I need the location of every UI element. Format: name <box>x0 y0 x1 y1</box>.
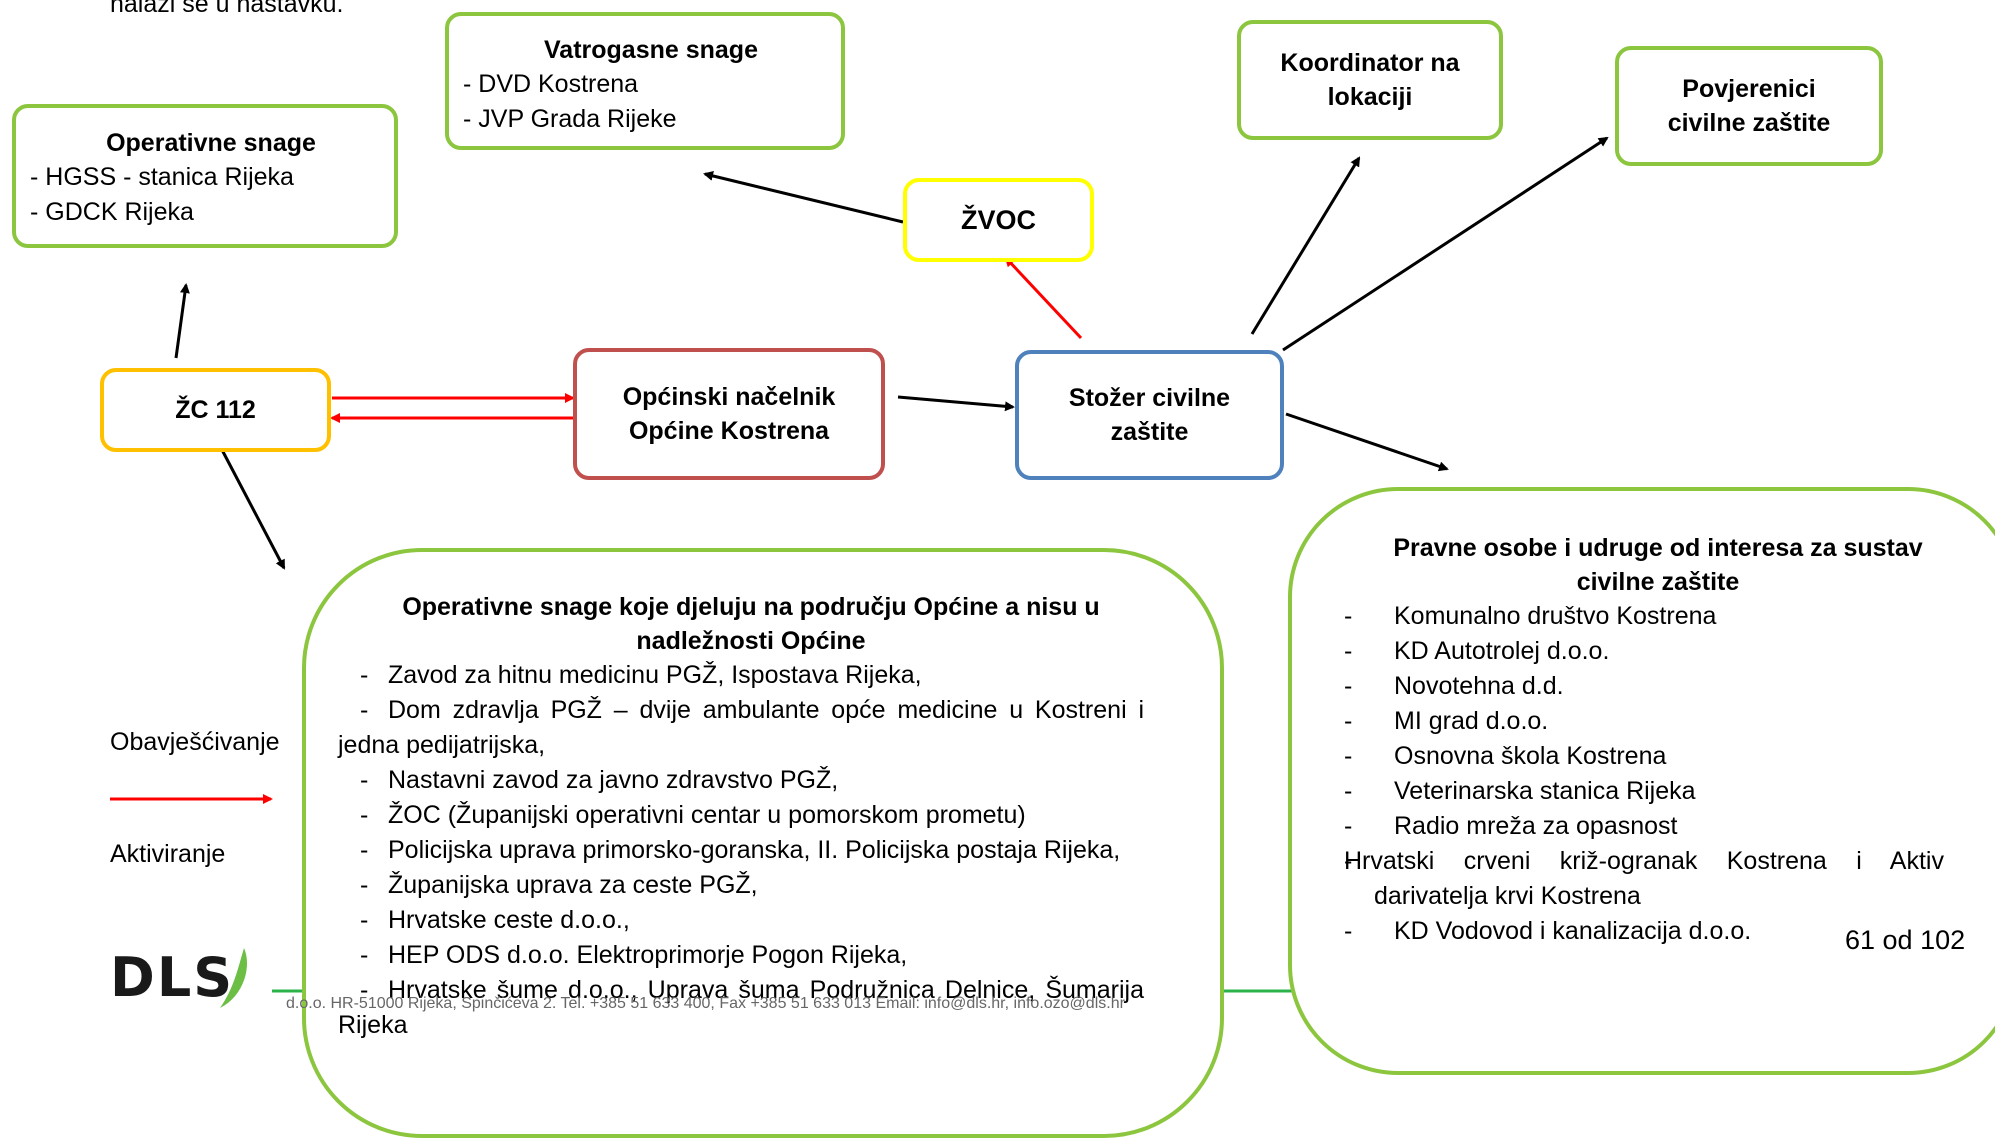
pravne-osobe-title: Pravne osobe i udruge od interesa za sus… <box>1393 534 1923 596</box>
operativne-snage-line: - GDCK Rijeka <box>30 198 194 226</box>
stozer-label: Stožer civilne zaštite <box>1068 384 1231 446</box>
list-item: -ŽOC (Županijski operativni centar u pom… <box>360 801 1026 829</box>
arrow-stozer-to-koordinator <box>1250 156 1361 335</box>
dls-logo: DLS <box>110 946 250 1010</box>
operativne-opcine-list: -Zavod za hitnu medicinu PGŽ, Ispostava … <box>338 658 1144 1043</box>
legend-notify-label: Obavješćivanje <box>110 728 280 756</box>
legend-activate-label: Aktiviranje <box>110 840 226 868</box>
zvoc-label: ŽVOC <box>960 205 1036 235</box>
list-item: -Nastavni zavod za javno zdravstvo PGŽ, <box>360 766 839 794</box>
list-item: -Županijska uprava za ceste PGŽ, <box>360 871 758 899</box>
vatrogasne-snage-line: - JVP Grada Rijeke <box>463 105 677 133</box>
vatrogasne-snage-box: Vatrogasne snage - DVD Kostrena - JVP Gr… <box>445 12 845 150</box>
list-item: -KD Autotrolej d.o.o. <box>1344 637 1610 665</box>
arrow-stozer-to-povjerenici <box>1282 136 1609 352</box>
operativne-opcine-box: Operativne snage koje djeluju na područj… <box>302 548 1224 1138</box>
stozer-box: Stožer civilne zaštite <box>1015 350 1284 480</box>
list-item: -Novotehna d.d. <box>1344 672 1564 700</box>
nacelnik-box: Općinski načelnik Općine Kostrena <box>573 348 885 480</box>
vatrogasne-snage-line: - DVD Kostrena <box>463 70 639 98</box>
arrow-stozer-to-zvoc <box>1004 256 1083 340</box>
list-item: -Hrvatski crveni križ-ogranak Kostrena i… <box>1344 847 1944 910</box>
operativne-snage-line: - HGSS - stanica Rijeka <box>30 163 294 191</box>
list-item: -Komunalno društvo Kostrena <box>1344 602 1717 630</box>
dls-logo-text: DLS <box>110 946 235 1009</box>
vatrogasne-snage-title: Vatrogasne snage <box>544 36 758 64</box>
zc112-box: ŽC 112 <box>100 368 331 452</box>
arrow-zc-to-opcina-forces <box>218 445 286 570</box>
list-item: -HEP ODS d.o.o. Elektroprimorje Pogon Ri… <box>360 941 908 969</box>
povjerenici-box: Povjerenici civilne zaštite <box>1615 46 1883 166</box>
page-number: 61 od 102 <box>1845 925 1966 955</box>
koordinator-box: Koordinator na lokaciji <box>1237 20 1503 140</box>
list-item: -Zavod za hitnu medicinu PGŽ, Ispostava … <box>360 661 922 689</box>
koordinator-label: Koordinator na lokaciji <box>1280 49 1460 111</box>
zc112-label: ŽC 112 <box>175 396 256 424</box>
list-item: -Osnovna škola Kostrena <box>1344 742 1667 770</box>
list-item: -Policijska uprava primorsko-goranska, I… <box>360 836 1121 864</box>
list-item: -KD Vodovod i kanalizacija d.o.o. <box>1344 917 1752 945</box>
povjerenici-label: Povjerenici civilne zaštite <box>1667 75 1831 137</box>
operativne-snage-title: Operativne snage <box>106 129 316 157</box>
zvoc-box: ŽVOC <box>903 178 1094 262</box>
list-item: -Radio mreža za opasnost <box>1344 812 1678 840</box>
arrow-stozer-to-pravne <box>1285 412 1449 472</box>
list-item: -Hrvatske ceste d.o.o., <box>360 906 630 934</box>
list-item: -Veterinarska stanica Rijeka <box>1344 777 1696 805</box>
list-item: -Hrvatske šume d.o.o., Uprava šuma Podru… <box>338 976 1144 1039</box>
operativne-snage-box: Operativne snage - HGSS - stanica Rijeka… <box>12 104 398 248</box>
list-item: -Dom zdravlja PGŽ – dvije ambulante opće… <box>338 696 1144 759</box>
top-text: nalazi se u nastavku. <box>110 0 344 18</box>
arrow-zc-to-operativne <box>174 283 190 359</box>
leaf-icon <box>220 948 247 1008</box>
nacelnik-label: Općinski načelnik Općine Kostrena <box>622 383 836 445</box>
arrow-zvoc-to-vatrogasne <box>703 171 904 224</box>
pravne-osobe-box: Pravne osobe i udruge od interesa za sus… <box>1288 487 1995 1075</box>
footer-contact: d.o.o. HR-51000 Rijeka, Spinčićeva 2. Te… <box>286 995 1125 1012</box>
list-item: -MI grad d.o.o. <box>1344 707 1549 735</box>
arrow-nacelnik-to-stozer <box>897 395 1015 412</box>
pravne-osobe-list: -Komunalno društvo Kostrena -KD Autotrol… <box>1344 599 1944 949</box>
operativne-opcine-title: Operativne snage koje djeluju na područj… <box>402 593 1100 655</box>
